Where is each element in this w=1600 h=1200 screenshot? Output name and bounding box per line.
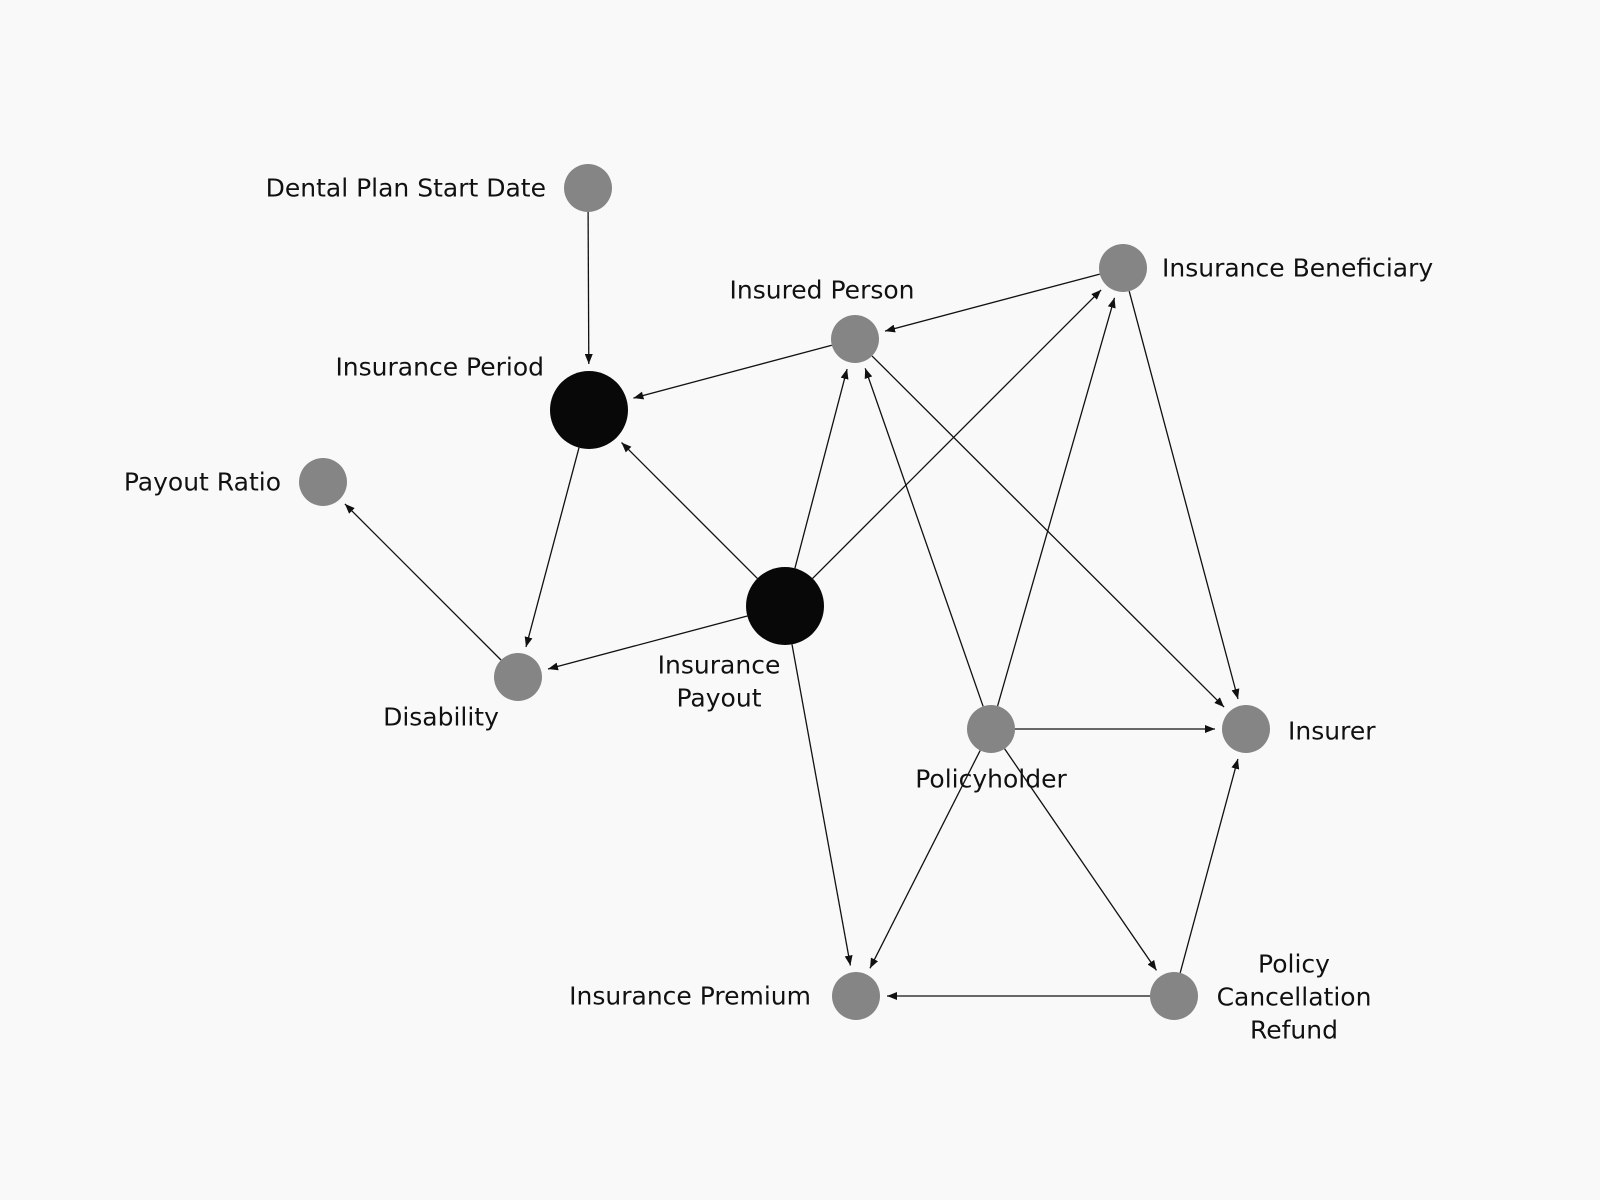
edge-insurance-payout-to-insurance-period [621,442,758,579]
node-label-line: Policyholder [915,765,1067,794]
edge-policyholder-to-refund [1004,748,1158,971]
node-label-line: Insurance Period [335,353,544,382]
node-label-line: Refund [1250,1016,1338,1045]
node-insurer[interactable] [1222,705,1270,753]
node-insurance-payout[interactable] [746,567,824,645]
node-insured-person[interactable] [831,315,879,363]
edge-insurance-payout-to-insured-person [794,368,849,569]
node-label-line: Insured Person [729,276,914,305]
node-label-line: Insurance Premium [569,982,811,1011]
node-label-line: Insurer [1288,717,1376,746]
node-label-line: Payout [676,684,761,713]
node-policyholder[interactable] [967,705,1015,753]
node-premium[interactable] [832,972,880,1020]
node-label-payout-ratio: Payout Ratio [124,468,281,497]
node-label-insurer: Insurer [1288,717,1376,746]
node-label-insured-person: Insured Person [729,276,914,305]
node-insurance-period[interactable] [550,371,628,449]
node-label-line: Cancellation [1217,983,1372,1012]
nodes-layer [299,164,1270,1020]
node-label-premium: Insurance Premium [569,982,811,1011]
edge-policyholder-to-insured-person [864,368,984,707]
node-label-line: Dental Plan Start Date [266,174,546,203]
node-label-dental-start: Dental Plan Start Date [266,174,546,203]
edge-insurance-payout-to-disability [547,615,748,671]
edge-insurance-period-to-disability [524,447,580,648]
node-label-line: Insurance [658,651,781,680]
node-beneficiary[interactable] [1099,244,1147,292]
edge-policyholder-to-beneficiary [996,297,1116,707]
node-payout-ratio[interactable] [299,458,347,506]
node-label-insurance-period: Insurance Period [335,353,544,382]
edges-layer [344,211,1240,1000]
node-label-line: Policy [1258,950,1330,979]
edge-insured-person-to-insurance-period [633,344,832,400]
node-refund[interactable] [1150,972,1198,1020]
node-label-line: Insurance Beneficiary [1162,254,1433,283]
edge-policyholder-to-premium [869,750,981,969]
node-label-line: Payout Ratio [124,468,281,497]
edge-insurance-payout-to-beneficiary [812,289,1102,579]
node-label-line: Disability [383,703,499,732]
node-label-policyholder: Policyholder [915,765,1067,794]
edge-insurance-payout-to-premium [791,644,853,966]
edge-disability-to-payout-ratio [344,503,502,661]
node-label-beneficiary: Insurance Beneficiary [1162,254,1433,283]
edge-dental-start-to-insurance-period [584,211,593,365]
edge-beneficiary-to-insured-person [884,273,1100,333]
edge-refund-to-insurer [1179,758,1240,973]
edge-beneficiary-to-insurer [1128,291,1240,700]
node-dental-start[interactable] [564,164,612,212]
node-disability[interactable] [494,653,542,701]
node-label-disability: Disability [383,703,499,732]
